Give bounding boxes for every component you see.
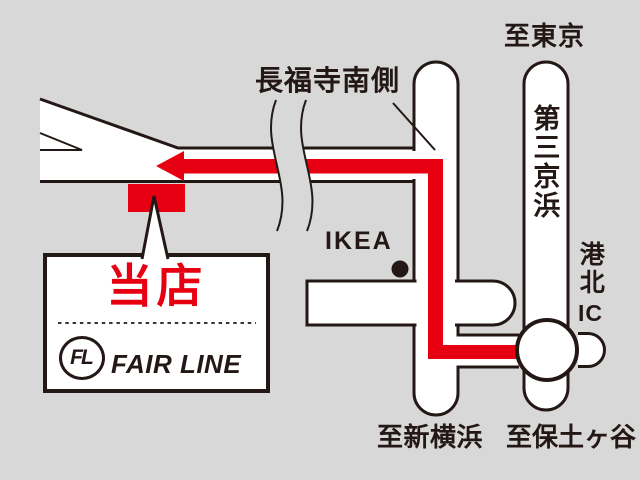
route-top-segment	[184, 159, 443, 174]
fairline-logo-icon: FL	[59, 336, 105, 380]
ikea-road	[305, 279, 517, 327]
label-to-hodogaya: 至保土ヶ谷	[506, 422, 637, 452]
road-break-squiggle	[270, 99, 284, 232]
callout-pointer	[140, 195, 170, 260]
shop-label: 当店	[106, 260, 207, 312]
fork-divider	[39, 132, 83, 151]
label-ikea: IKEA	[325, 227, 393, 255]
kohoku-ic-roundabout	[515, 318, 579, 382]
label-kohoku-ic: IC	[578, 300, 603, 326]
label-kohoku: 港北	[576, 241, 605, 297]
route-vertical-segment	[428, 159, 443, 359]
route-arrowhead-icon	[156, 151, 184, 181]
ic-east-stub	[578, 332, 606, 368]
route-bottom-segment	[428, 345, 523, 359]
label-to-tokyo: 至東京	[504, 21, 586, 51]
road-break-mask	[271, 100, 313, 231]
label-chofukuji-south: 長福寺南側	[255, 65, 401, 96]
ikea-location-dot	[391, 260, 409, 278]
fairline-monogram: FL	[70, 346, 94, 369]
label-pointer-line	[392, 102, 436, 151]
brand-name: FAIR LINE	[111, 349, 242, 379]
label-to-shin-yokohama: 至新横浜	[377, 422, 484, 452]
label-daisan-keihin: 第三京浜	[529, 104, 560, 220]
